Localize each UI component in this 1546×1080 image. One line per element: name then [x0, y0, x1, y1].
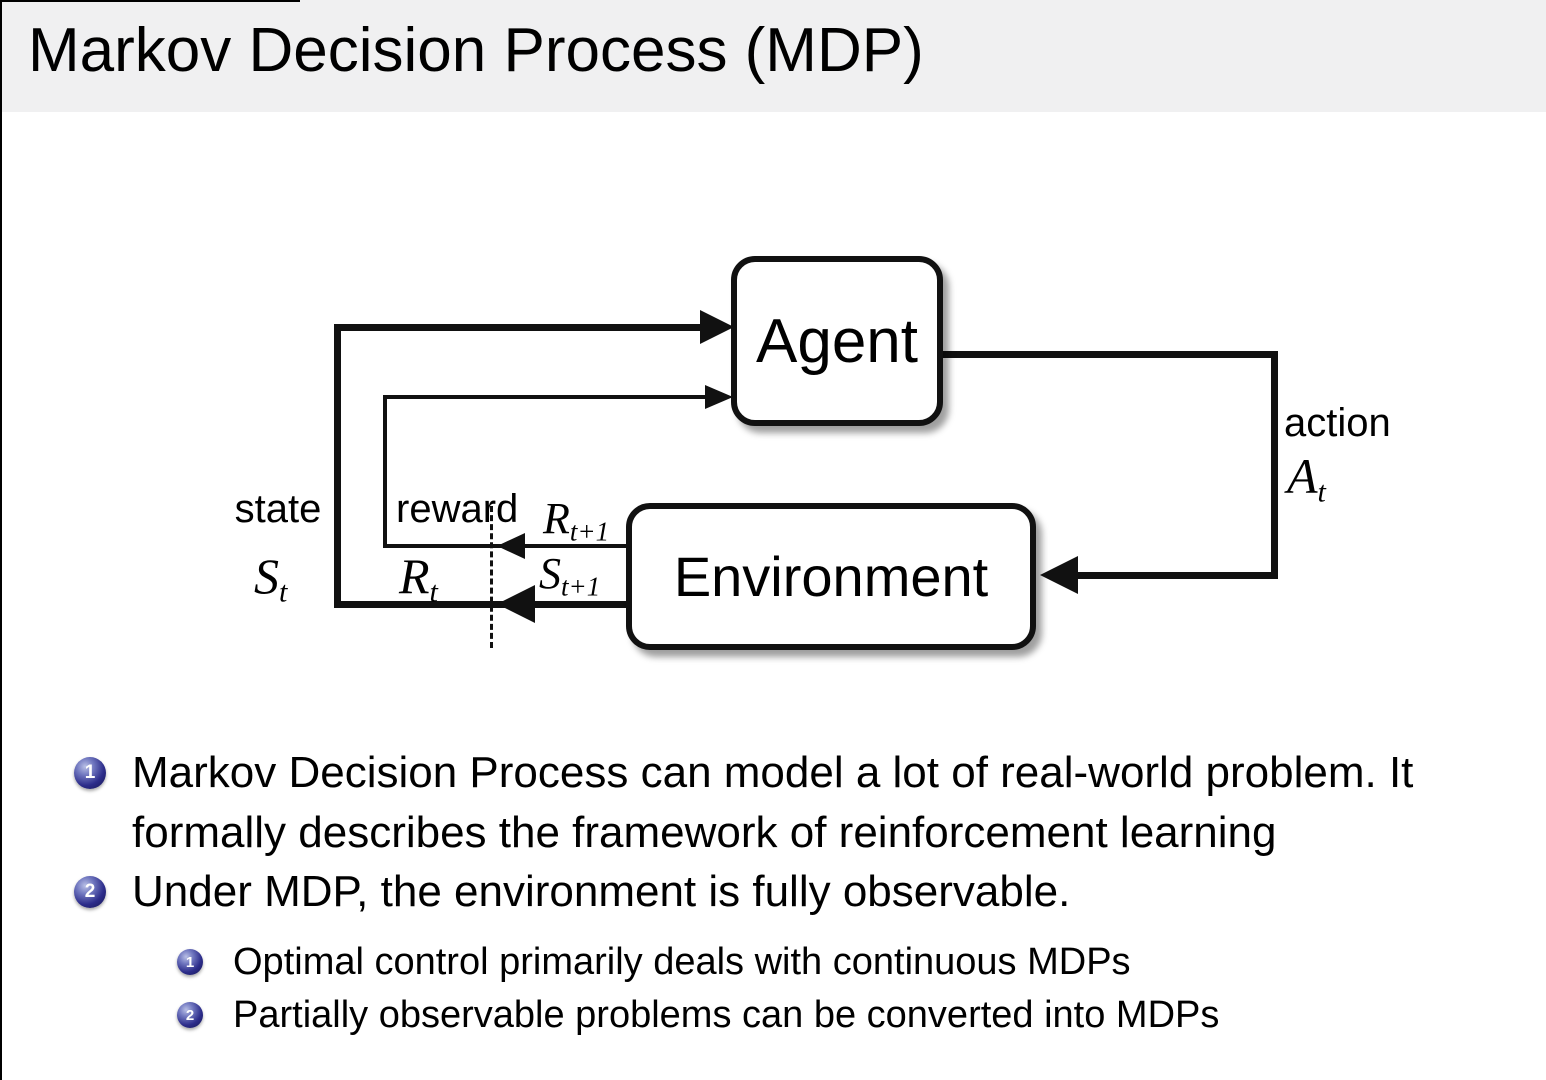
- state-line-vertical: [334, 324, 341, 608]
- action-line-top: [941, 351, 1278, 358]
- bullet-1-line-1: Markov Decision Process can model a lot …: [132, 748, 1414, 797]
- next-state-line: [334, 601, 632, 608]
- title-band: [0, 0, 1546, 112]
- reward-line-vertical: [383, 395, 387, 548]
- reward-label: reward: [396, 487, 519, 531]
- state-label: state: [234, 487, 322, 531]
- bullet-2-ball: 2: [74, 876, 106, 908]
- reward-arrowhead-into-agent-icon: [705, 385, 733, 409]
- page-title: Markov Decision Process (MDP): [28, 16, 924, 85]
- next-state-arrowhead-icon: [497, 585, 535, 623]
- bullet-2-line-1: Under MDP, the environment is fully obse…: [132, 867, 1071, 916]
- reward-line-top: [383, 395, 705, 399]
- subbullet-2-ball: 2: [177, 1002, 203, 1028]
- state-arrowhead-into-agent-icon: [700, 310, 734, 344]
- state-line-top: [334, 324, 704, 331]
- environment-box: Environment: [626, 503, 1036, 650]
- action-line-vertical: [1271, 351, 1278, 579]
- subbullet-1-ball: 1: [177, 949, 203, 975]
- subbullet-1-label: Optimal control primarily deals with con…: [233, 941, 1131, 983]
- state-symbol: St: [254, 548, 288, 609]
- action-line-bottom: [1078, 572, 1278, 579]
- action-label: action: [1284, 401, 1391, 445]
- page-left-edge: [0, 0, 2, 1080]
- environment-label: Environment: [673, 545, 989, 608]
- bullet-1-line-2: formally describes the framework of rein…: [132, 808, 1277, 857]
- action-arrowhead-into-environment-icon: [1040, 556, 1078, 594]
- next-reward-symbol: Rt+1: [543, 494, 610, 547]
- agent-label: Agent: [755, 306, 919, 376]
- next-reward-arrowhead-icon: [497, 533, 525, 559]
- bullet-1-ball: 1: [74, 757, 106, 789]
- page-top-edge: [0, 0, 300, 2]
- timestep-dashed-line: [490, 506, 493, 648]
- action-symbol: At: [1287, 448, 1326, 509]
- agent-box: Agent: [731, 256, 943, 426]
- subbullet-2-label: Partially observable problems can be con…: [233, 994, 1220, 1036]
- next-state-symbol: St+1: [539, 549, 601, 602]
- reward-symbol: Rt: [399, 548, 438, 609]
